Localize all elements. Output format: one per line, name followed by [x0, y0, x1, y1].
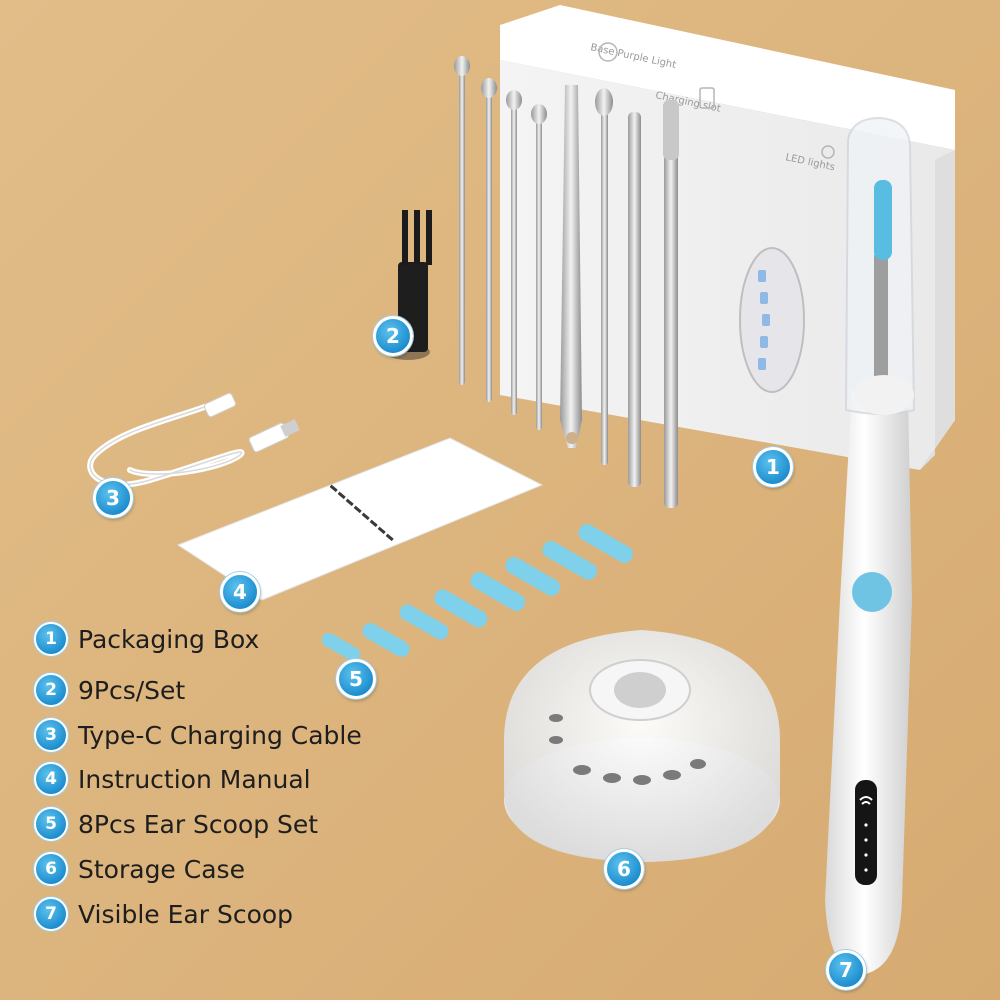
callout-badge-2: 2	[373, 316, 413, 356]
sun-icon	[598, 42, 618, 62]
legend-number-badge: 7	[34, 897, 68, 931]
legend-label: 9Pcs/Set	[78, 675, 186, 705]
legend-item: 7 Visible Ear Scoop	[34, 897, 293, 931]
wifi-icon	[859, 796, 873, 801]
metal-ear-pick-set	[454, 56, 679, 508]
legend-label: Visible Ear Scoop	[78, 899, 294, 929]
box-window	[739, 247, 805, 393]
callout-badge-1: 1	[753, 447, 793, 487]
legend-number-badge: 2	[34, 673, 68, 707]
legend-number-badge: 5	[34, 807, 68, 841]
callout-badge-3: 3	[93, 478, 133, 518]
visible-ear-scoop-device	[825, 116, 916, 975]
legend-label: Storage Case	[78, 854, 245, 884]
storage-case	[504, 630, 780, 862]
ear-scoop-tip-set	[321, 524, 634, 661]
legend-item: 4 Instruction Manual	[34, 762, 311, 796]
type-c-charging-cable	[87, 392, 300, 488]
legend-item: 1 Packaging Box	[34, 622, 259, 656]
callout-badge-7: 7	[826, 950, 866, 990]
packaging-box: Base Purple Light Charging slot LED ligh…	[500, 5, 955, 470]
legend-number-badge: 3	[34, 718, 68, 752]
callout-badge-4: 4	[220, 572, 260, 612]
legend-number-badge: 1	[34, 622, 68, 656]
legend-item: 2 9Pcs/Set	[34, 673, 185, 707]
legend-label: Instruction Manual	[78, 764, 311, 794]
status-display	[855, 780, 877, 885]
legend-number-badge: 6	[34, 852, 68, 886]
legend-label: 8Pcs Ear Scoop Set	[78, 809, 319, 839]
legend-item: 5 8Pcs Ear Scoop Set	[34, 807, 318, 841]
callout-badge-6: 6	[604, 849, 644, 889]
power-button	[852, 572, 892, 612]
callout-badge-5: 5	[336, 659, 376, 699]
legend-item: 6 Storage Case	[34, 852, 245, 886]
legend-label: Packaging Box	[78, 624, 260, 654]
legend-item: 3 Type-C Charging Cable	[34, 718, 362, 752]
legend-label: Type-C Charging Cable	[78, 720, 362, 750]
phone-charging-icon	[699, 87, 715, 109]
led-icon	[821, 145, 835, 159]
legend-number-badge: 4	[34, 762, 68, 796]
